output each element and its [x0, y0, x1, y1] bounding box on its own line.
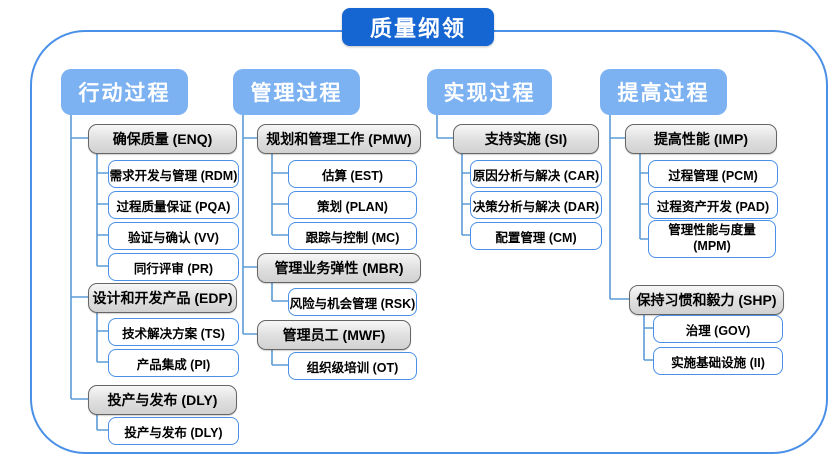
leaf-node-pad: 过程资产开发 (PAD) [648, 191, 778, 219]
leaf-node-pr: 同行评审 (PR) [108, 253, 239, 281]
leaf-node-rsk: 风险与机会管理 (RSK) [288, 288, 417, 316]
connector-column-action [70, 114, 108, 431]
leaf-node-plan: 策划 (PLAN) [288, 191, 417, 219]
connector-column-realization [436, 114, 470, 236]
leaf-node-mc: 跟踪与控制 (MC) [288, 222, 417, 250]
leaf-node-dly-child: 投产与发布 (DLY) [108, 417, 239, 445]
leaf-node-dar: 决策分析与解决 (DAR) [470, 191, 602, 219]
leaf-node-pqa: 过程质量保证 (PQA) [108, 191, 239, 219]
leaf-node-gov: 治理 (GOV) [653, 315, 783, 343]
connector-column-improvement [609, 114, 653, 361]
group-node-dly: 投产与发布 (DLY) [88, 385, 237, 415]
leaf-node-mpm: 管理性能与度量 (MPM) [648, 220, 776, 258]
group-node-shp: 保持习惯和毅力 (SHP) [629, 285, 784, 315]
group-node-pmw: 规划和管理工作 (PMW) [257, 124, 421, 154]
connector-column-management [242, 114, 288, 366]
diagram-title: 质量纲领 [342, 8, 494, 46]
leaf-node-ts: 技术解决方案 (TS) [108, 318, 239, 346]
column-header-realization: 实现过程 [427, 69, 552, 115]
leaf-node-ii: 实施基础设施 (II) [653, 347, 783, 375]
column-header-improvement: 提高过程 [600, 69, 727, 115]
group-node-si: 支持实施 (SI) [453, 124, 599, 154]
leaf-node-pcm: 过程管理 (PCM) [648, 160, 778, 188]
group-node-mbr: 管理业务弹性 (MBR) [257, 253, 421, 283]
column-header-action: 行动过程 [61, 69, 188, 115]
leaf-node-vv: 验证与确认 (VV) [108, 222, 239, 250]
leaf-node-rdm: 需求开发与管理 (RDM) [108, 160, 239, 188]
leaf-node-car: 原因分析与解决 (CAR) [470, 160, 602, 188]
group-node-mwf: 管理员工 (MWF) [257, 320, 411, 350]
group-node-imp: 提高性能 (IMP) [625, 124, 777, 154]
leaf-node-pi: 产品集成 (PI) [108, 349, 239, 377]
column-header-management: 管理过程 [233, 69, 360, 115]
leaf-node-cm: 配置管理 (CM) [470, 222, 602, 250]
group-node-enq: 确保质量 (ENQ) [88, 124, 237, 154]
group-node-edp: 设计和开发产品 (EDP) [88, 283, 237, 313]
leaf-node-est: 估算 (EST) [288, 160, 417, 188]
leaf-node-ot: 组织级培训 (OT) [288, 352, 417, 380]
